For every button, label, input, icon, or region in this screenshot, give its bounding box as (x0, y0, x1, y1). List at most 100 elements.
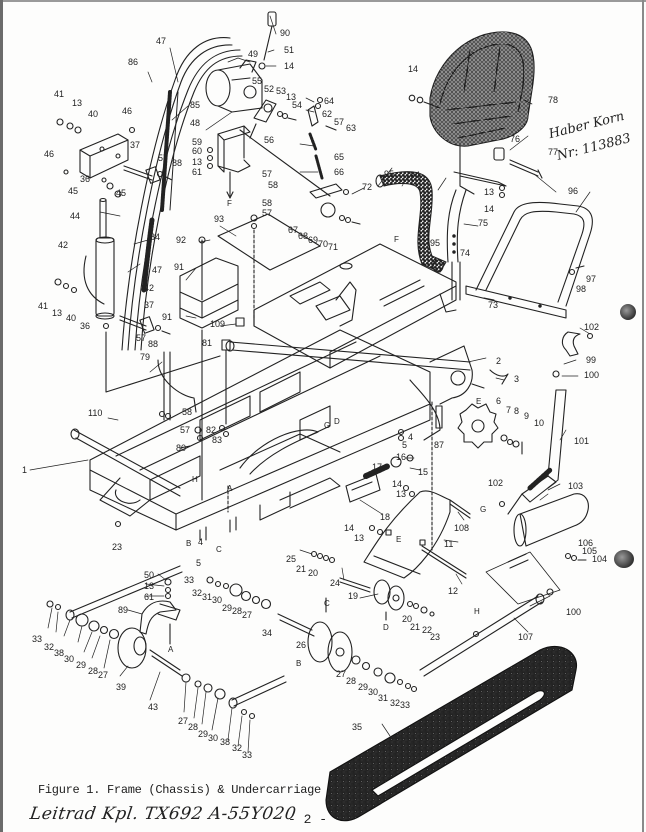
callout-109: 109 (210, 319, 225, 329)
callout-9: 9 (524, 411, 529, 421)
bolt-41b (54, 278, 62, 286)
callout-28d: 28 (346, 676, 356, 686)
callout-91: 91 (174, 262, 184, 272)
callout-96: 96 (568, 186, 578, 196)
valve-block (79, 133, 129, 179)
washer-21b (412, 602, 420, 610)
ref-E-lower: E (396, 535, 401, 544)
callout-65: 65 (334, 152, 344, 162)
callout-45b: 45 (116, 188, 126, 198)
bearing-30a2 (229, 583, 243, 597)
bar-79 (157, 359, 197, 413)
seal-29d (373, 667, 383, 677)
callout-leaders (29, 15, 591, 753)
scan-edge-left (0, 0, 3, 832)
callout-14e: 14 (344, 523, 354, 533)
callout-33d: 33 (400, 700, 410, 710)
callout-58c: 58 (182, 407, 192, 417)
callout-56: 56 (264, 135, 274, 145)
idler-wheel-19 (373, 579, 405, 611)
callout-72: 72 (362, 182, 372, 192)
ring-28a (99, 625, 109, 635)
callout-19: 19 (348, 591, 358, 601)
spring-guard-84 (141, 217, 155, 293)
post-79 (163, 351, 171, 421)
callout-97: 97 (586, 274, 596, 284)
callout-86: 86 (128, 57, 138, 67)
tie-rod-107 (419, 593, 545, 677)
callout-27d: 27 (336, 669, 346, 679)
callout-108: 108 (454, 523, 469, 533)
callout-30d: 30 (368, 687, 378, 697)
callout-88: 88 (172, 158, 182, 168)
callout-100b: 100 (566, 607, 581, 617)
callout-13d: 13 (484, 187, 494, 197)
punch-hole-upper (620, 304, 636, 320)
callout-32c: 32 (232, 743, 242, 753)
callout-13h: 13 (144, 581, 154, 591)
washer-105 (570, 554, 578, 562)
washer-7 (500, 434, 508, 442)
callout-37: 37 (130, 140, 140, 150)
bolt-head-92 (198, 236, 206, 244)
ref-D-upper: D (334, 417, 340, 426)
nut-67a (156, 170, 164, 178)
callout-10: 10 (534, 418, 544, 428)
washer-21a (316, 552, 324, 560)
callout-61: 61 (192, 167, 202, 177)
cover-plate-93 (217, 213, 321, 271)
cross-shaft-b (228, 675, 287, 709)
callout-14: 14 (284, 61, 294, 71)
axle-34 (277, 613, 315, 637)
callout-64: 64 (324, 96, 334, 106)
callout-102b: 102 (488, 478, 503, 488)
callout-16: 16 (396, 452, 406, 462)
nut-5a (397, 434, 405, 442)
callout-58: 58 (268, 180, 278, 190)
callout-55: 55 (252, 76, 262, 86)
callout-51: 51 (284, 45, 294, 55)
upper-deck (253, 243, 457, 369)
callout-82: 82 (206, 425, 216, 435)
ref-D-lower: D (383, 623, 389, 632)
callout-58b: 58 (262, 198, 272, 208)
callout-12: 12 (448, 586, 458, 596)
lift-cylinder-44 (95, 197, 115, 320)
callout-33: 33 (184, 575, 194, 585)
ref-H-lower: H (474, 607, 480, 616)
callout-37b: 37 (144, 300, 154, 310)
lever-52 (249, 99, 277, 139)
nut-13e (62, 282, 70, 290)
callout-105: 105 (582, 546, 597, 556)
nut-64b (314, 102, 322, 110)
callout-21b: 21 (410, 622, 420, 632)
ref-B-lower: B (296, 659, 301, 668)
nut-13g (376, 528, 384, 536)
callout-54: 54 (292, 100, 302, 110)
callout-91b: 91 (162, 312, 172, 322)
washer-57e (196, 434, 204, 442)
callout-59: 59 (192, 137, 202, 147)
callout-57c: 57 (158, 153, 168, 163)
callout-13b: 13 (192, 157, 202, 167)
track-roller-26 (307, 621, 353, 673)
bolt-73 (483, 297, 495, 301)
ref-G-lower: G (480, 505, 486, 514)
callout-46: 46 (122, 106, 132, 116)
ref-C-lower: C (324, 599, 330, 608)
bolt-12 (421, 545, 467, 579)
callout-85: 85 (190, 100, 200, 110)
nut-110b (164, 412, 172, 420)
callout-66: 66 (334, 167, 344, 177)
ref-G-upper: G (324, 421, 330, 430)
callout-27c: 27 (178, 716, 188, 726)
washer-20a (322, 554, 330, 562)
callout-63: 63 (346, 123, 356, 133)
callout-69: 69 (308, 235, 318, 245)
bolt-77 (509, 159, 543, 179)
callout-7: 7 (506, 405, 511, 415)
callout-4b: 4 (198, 537, 203, 547)
nut-33d (410, 685, 418, 693)
nut-14b-a (408, 94, 416, 102)
callout-42b: 42 (144, 283, 154, 293)
